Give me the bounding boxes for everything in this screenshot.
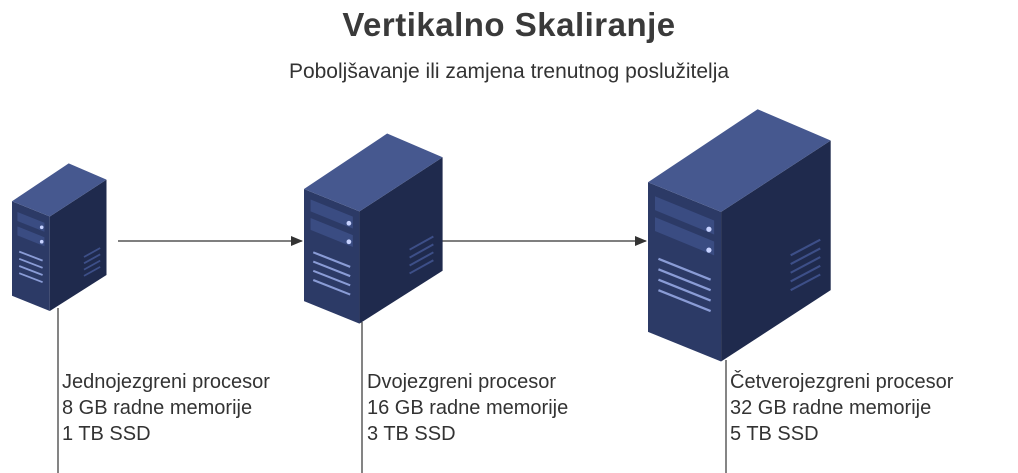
server-2-cpu: Dvojezgreni procesor (367, 371, 556, 393)
diagram-title: Vertikalno Skaliranje (342, 6, 676, 43)
server-3-specs: Četverojezgreni procesor 32 GB radne mem… (730, 369, 953, 447)
server-2-ram: 16 GB radne memorije (367, 397, 569, 419)
server-tower-icon (304, 133, 443, 324)
server-3-cpu: Četverojezgreni procesor (730, 371, 954, 393)
server-2-specs: Dvojezgreni procesor 16 GB radne memorij… (367, 369, 568, 447)
server-3-storage: 5 TB SSD (730, 423, 819, 445)
server-3-ram: 32 GB radne memorije (730, 397, 932, 419)
server-1-ram: 8 GB radne memorije (62, 397, 253, 419)
server-1-storage: 1 TB SSD (62, 423, 151, 445)
diagram-subtitle: Poboljšavanje ili zamjena trenutnog posl… (288, 60, 730, 83)
server-2-storage: 3 TB SSD (367, 423, 456, 445)
server-tower-icon (648, 109, 831, 362)
server-tower-icon (12, 163, 107, 311)
server-1-cpu: Jednojezgreni procesor (62, 371, 270, 393)
server-1-specs: Jednojezgreni procesor 8 GB radne memori… (62, 369, 270, 447)
